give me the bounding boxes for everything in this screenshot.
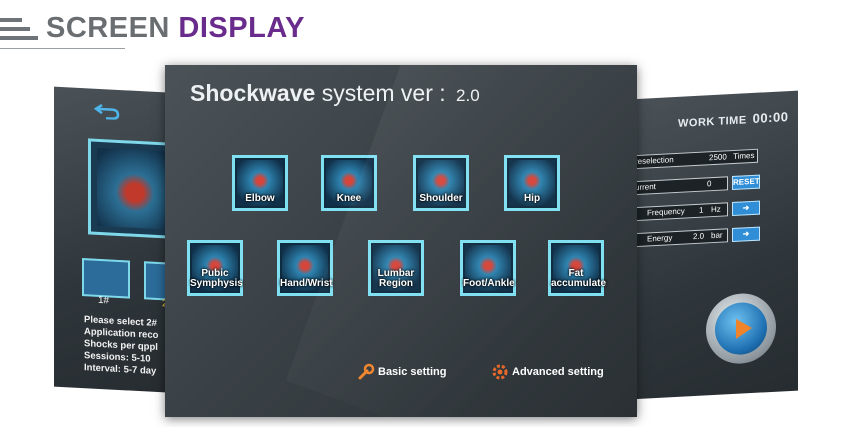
hip-icon (509, 160, 555, 206)
tile-label: Fat accumulate (551, 268, 607, 289)
start-button[interactable] (706, 291, 776, 366)
frequency-value: 1 (699, 205, 704, 215)
tile-fat-accumulate[interactable]: Fat accumulate (548, 240, 607, 296)
energy-label: Energy (647, 233, 673, 244)
tile-hip[interactable]: Hip (504, 155, 560, 211)
info-line: Interval: 5-7 day (84, 362, 157, 377)
arrow-right-icon: ➜ (742, 203, 750, 213)
tile-label: Hip (523, 193, 541, 204)
advanced-setting-button[interactable]: Advanced setting (491, 363, 604, 381)
main-screen: Shockwave system ver : 2.0 Elbow Knee Sh… (165, 65, 637, 417)
preselection-row: reselection 2500 Times (630, 148, 758, 170)
tile-label: Elbow (245, 193, 275, 204)
tile-label: Knee (336, 193, 362, 204)
arrow-right-icon: ➜ (742, 229, 750, 239)
probe-thumb-1[interactable] (82, 258, 130, 299)
tile-label: Foot/Ankle (463, 278, 515, 289)
tile-shoulder[interactable]: Shoulder (413, 155, 469, 211)
shoulder-icon (418, 160, 464, 206)
tile-hand-wrist[interactable]: Hand/Wrist (277, 240, 333, 296)
tile-foot-ankle[interactable]: Foot/Ankle (460, 240, 516, 296)
work-time-label: WORK TIME (678, 114, 747, 130)
energy-value: 2.0 (693, 231, 705, 242)
title-system-ver: system ver : (321, 80, 446, 106)
treatment-info-text: Please select 2# Application reco Shocks… (84, 314, 158, 378)
frequency-next-button[interactable]: ➜ (732, 200, 760, 217)
energy-row: Energy 2.0 bar (630, 228, 728, 248)
advanced-setting-label: Advanced setting (512, 365, 604, 378)
spine-icon (373, 245, 419, 291)
foot-icon (465, 245, 511, 291)
version-number: 2.0 (456, 86, 480, 105)
tile-lumbar-region[interactable]: Lumbar Region (368, 240, 424, 296)
pelvis-icon (192, 245, 238, 291)
preselection-unit: Times (733, 150, 755, 162)
tile-label: Pubic Symphysis (190, 268, 243, 289)
preselection-label: reselection (635, 155, 674, 167)
play-icon (715, 301, 767, 356)
wrench-icon (358, 363, 375, 380)
section-header: SCREEN DISPLAY (0, 10, 400, 50)
frequency-unit: Hz (711, 204, 721, 215)
reset-button[interactable]: RESET (732, 174, 760, 191)
basic-setting-button[interactable]: Basic setting (357, 363, 446, 381)
system-title: Shockwave system ver : 2.0 (190, 80, 480, 107)
frequency-label: Frequency (647, 206, 685, 218)
menu-lines-icon (0, 18, 40, 45)
current-value: 0 (707, 179, 712, 189)
title-brand: Shockwave (190, 80, 316, 106)
tile-pubic-symphysis[interactable]: Pubic Symphysis (187, 240, 243, 296)
work-time-value: 00:00 (752, 109, 789, 126)
tile-elbow[interactable]: Elbow (232, 155, 288, 211)
elbow-icon (237, 160, 283, 206)
basic-setting-label: Basic setting (378, 365, 447, 378)
body-icon (553, 245, 599, 291)
current-label: urrent (635, 182, 656, 193)
section-title: SCREEN DISPLAY (46, 12, 305, 45)
gear-icon (492, 364, 508, 380)
preselection-value: 2500 (709, 152, 727, 163)
probe-thumb-1-label: 1# (98, 294, 110, 307)
tile-knee[interactable]: Knee (321, 155, 377, 211)
energy-unit: bar (711, 230, 723, 241)
frequency-row: Frequency 1 Hz (630, 202, 728, 222)
energy-next-button[interactable]: ➜ (732, 226, 760, 243)
tile-label: Shoulder (419, 193, 463, 204)
left-screen-panel: 1# 2 Please select 2# Application reco S… (54, 86, 184, 394)
right-screen-panel: WORK TIME 00:00 reselection 2500 Times ur… (630, 90, 798, 400)
title-word-display: DISPLAY (178, 12, 305, 44)
current-row: urrent 0 (630, 176, 728, 196)
header-underline (0, 48, 125, 49)
work-time-display: WORK TIME 00:00 (678, 109, 788, 130)
title-word-screen: SCREEN (46, 12, 170, 44)
tile-label: Lumbar Region (377, 268, 415, 289)
tile-label: Hand/Wrist (280, 278, 333, 289)
back-arrow-icon[interactable] (94, 103, 120, 120)
